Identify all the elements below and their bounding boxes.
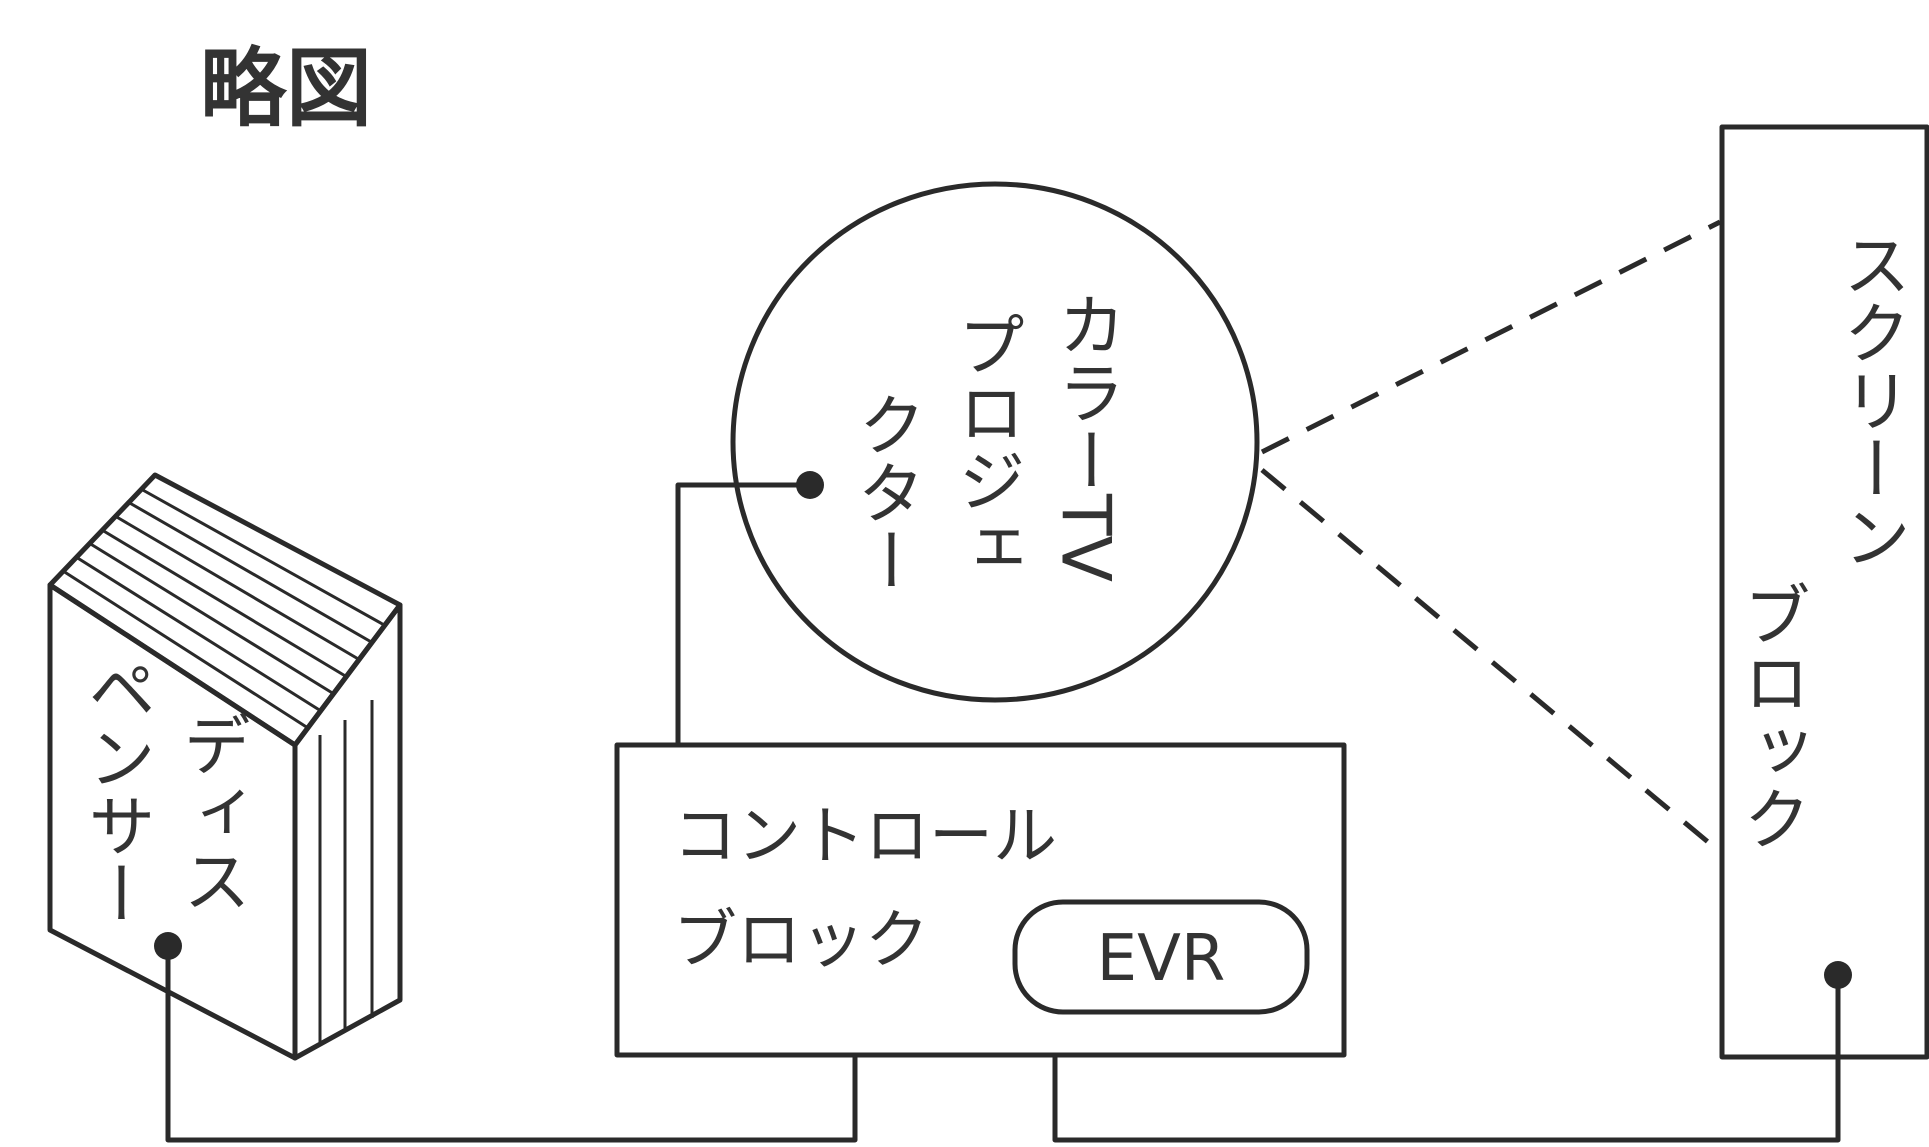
dispenser-label-line1: ディス <box>171 710 250 914</box>
screen-label-line2: ブロック <box>1731 580 1810 852</box>
control-label-line2: ブロック <box>673 904 929 978</box>
projector-label-line3: クター <box>846 390 925 594</box>
screen-label-line1: スクリーン <box>1831 230 1910 570</box>
wire-control-to-screen <box>1052 972 1841 1143</box>
dispenser-label-line2: ペンサー <box>76 655 155 927</box>
projection-beam-bottom <box>1260 468 1722 854</box>
projector-circle <box>730 181 1260 703</box>
evr-box <box>1012 899 1310 1015</box>
wire-dispenser-to-control <box>165 943 858 1143</box>
control-label-line1: コントロール <box>673 800 1057 874</box>
wire-projector-to-control <box>675 482 813 748</box>
dispenser-stack-lines <box>62 487 387 730</box>
screen-node: スクリーン ブロック <box>1719 124 1929 1060</box>
projector-label-line2: プロジェ <box>946 310 1025 582</box>
dispenser-top-face <box>47 472 403 748</box>
evr-label: EVR <box>1097 922 1226 996</box>
projector-label-line1: カラーTV <box>1046 290 1125 582</box>
control-block-rect <box>614 742 1347 1058</box>
page-title: 略図 <box>200 38 372 139</box>
dispenser-node: ディス ペンサー <box>47 472 403 1061</box>
projection-beam-top <box>1260 219 1722 455</box>
projector-node: カラーTV プロジェ クター <box>730 181 1260 703</box>
control-node: コントロール ブロック EVR <box>614 742 1347 1058</box>
screen-block-rect <box>1719 124 1929 1060</box>
